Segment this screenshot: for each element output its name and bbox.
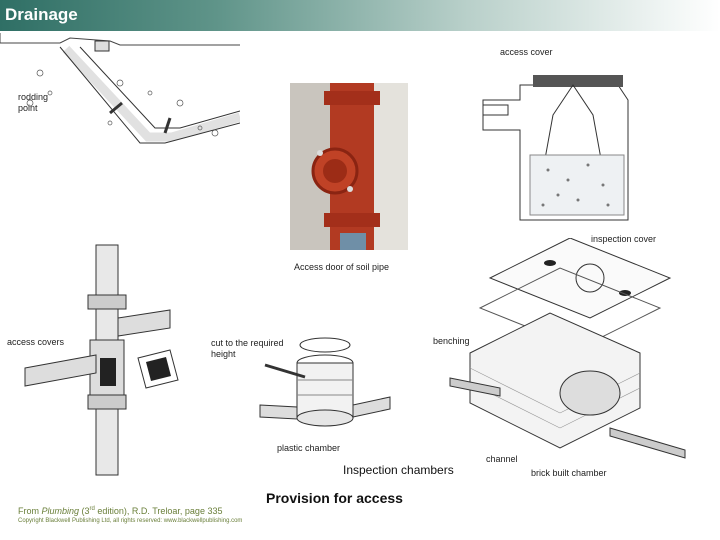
access-cover-label: access cover <box>500 47 553 57</box>
provision-for-access-title: Provision for access <box>266 490 403 506</box>
inspection-chambers-caption: Inspection chambers <box>343 463 454 477</box>
plastic-chamber-label: plastic chamber <box>277 443 341 453</box>
benching-label: benching <box>433 336 470 346</box>
header-bar: Drainage <box>0 0 720 31</box>
access-covers-diagram <box>24 244 179 476</box>
access-covers-label: access covers <box>7 337 65 347</box>
access-cover-diagram <box>482 75 629 221</box>
book-title: Plumbing <box>41 506 80 516</box>
soil-pipe-photo <box>290 83 408 250</box>
rodding-point-label: rodding point <box>18 92 49 113</box>
brick-built-chamber-label: brick built chamber <box>531 468 607 478</box>
inspection-cover-label: inspection cover <box>591 234 657 244</box>
page-title: Drainage <box>5 5 78 24</box>
channel-label: channel <box>486 454 518 464</box>
copyright-notice: Copyright Blackwell Publishing Ltd, all … <box>18 518 243 524</box>
access-door-label: Access door of soil pipe <box>294 262 390 272</box>
brick-chamber-diagram <box>449 238 686 459</box>
rodding-point-diagram <box>0 33 240 144</box>
plastic-chamber-diagram <box>259 337 391 427</box>
cut-to-height-label: cut to the required height <box>211 338 284 359</box>
citation: From Plumbing (3rd edition), R.D. Treloa… <box>18 506 223 516</box>
